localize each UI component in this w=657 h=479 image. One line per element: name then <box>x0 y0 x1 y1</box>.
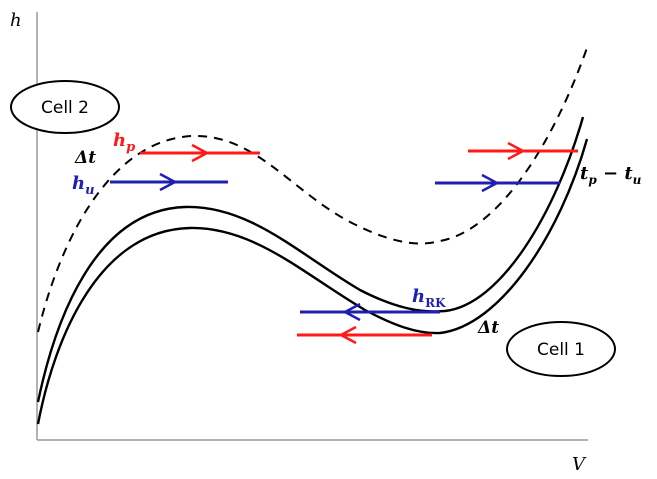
label-hp: hp <box>113 130 135 155</box>
arrow-hrk-blue <box>300 302 440 322</box>
y-axis-label: h <box>10 10 22 31</box>
cell-1-label: Cell 1 <box>537 340 585 360</box>
arrow-hp-right <box>468 141 578 161</box>
solid-curve-upper <box>36 116 585 403</box>
x-axis-label: V <box>572 454 587 475</box>
label-dt-bottom: Δt <box>477 318 499 338</box>
arrow-hp-left <box>140 143 260 163</box>
label-dt-top: Δt <box>74 148 96 168</box>
cell-1-badge: Cell 1 <box>506 321 616 377</box>
arrow-hu-left <box>110 172 228 192</box>
cell-2-badge: Cell 2 <box>10 80 120 134</box>
label-hrk: hRK <box>412 286 446 310</box>
cell-2-label: Cell 2 <box>41 98 89 118</box>
dashed-curve <box>37 44 589 333</box>
solid-curve-lower <box>36 138 589 425</box>
arrow-hu-right <box>435 173 560 193</box>
label-hu: hu <box>72 173 95 198</box>
arrow-hrk-red <box>297 325 432 345</box>
label-tp-minus-tu: tp − tu <box>580 163 642 187</box>
